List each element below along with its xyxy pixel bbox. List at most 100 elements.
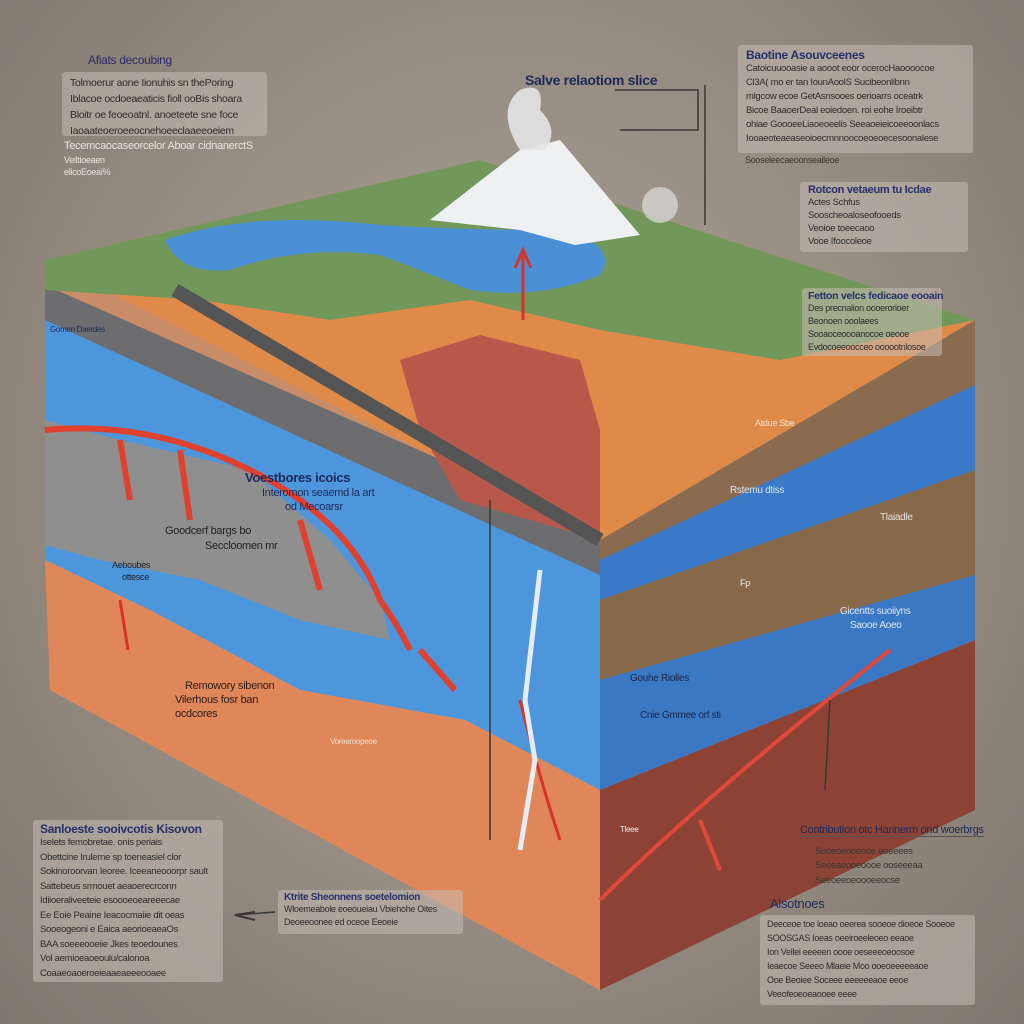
text-line: Vol aemioeaoeoulu/calonoa bbox=[40, 953, 150, 964]
bottom-center-box: Ktrite Sheonnens soetelomion Wloemeabole… bbox=[278, 890, 463, 934]
left-face-gray-plate bbox=[45, 420, 390, 640]
top-right-box: Baotine Asouvceenes Catoicuuooasie a aoo… bbox=[738, 45, 973, 153]
label-goodcerf-sub: Seccloomen mr bbox=[205, 540, 278, 552]
bottom-right-label-line: Seeeaeooeoooe ooseeeaa bbox=[815, 860, 923, 871]
box-title: Fetton velcs fedicaoe eooain bbox=[808, 290, 944, 302]
label-goodcerf: Goodcerf bargs bo bbox=[165, 525, 252, 537]
text-line: Wloemeabole eoeoueiau Vbiehohe Oites bbox=[284, 904, 437, 914]
text-line: Ee Eoie Peaine Ieacocmaiie dit oeas bbox=[40, 909, 185, 921]
box-title: Baotine Asouvceenes bbox=[746, 48, 865, 62]
lava-vein-right bbox=[598, 648, 892, 902]
right-box-2: Fetton velcs fedicaoe eooain Des precnal… bbox=[802, 288, 944, 356]
top-left-box: Tolmoerur aone Iionuhis sn thePoring Ibl… bbox=[62, 72, 267, 137]
text-line: BAA soeeeooeiie Jkes teoedounes bbox=[40, 938, 178, 950]
text-line: SOOSGAS Ioeas oeeiroeeleoeo eeaoe bbox=[767, 933, 914, 943]
text-line: Des precnalion oooerorioer bbox=[808, 303, 909, 313]
lightning-fault bbox=[517, 569, 543, 851]
label-rstemu: Rstemu dtiss bbox=[730, 485, 785, 496]
text-line: Ieaecoe Seeeo Mlaeie Moo ooeoeeeeeaoe bbox=[767, 961, 929, 971]
label-voestbores-sub: od Mecoarsr bbox=[285, 501, 343, 513]
text-line: Coaaeoaoeroeieaaeaeeeooaee bbox=[40, 967, 166, 979]
text-line: ohiae GoooeeLiaoeoeelis Seeaoeieicoeeoon… bbox=[746, 119, 939, 130]
text-line: Actes Schfus bbox=[808, 197, 860, 208]
top-left-sub-line: Veiltioeaen bbox=[64, 155, 105, 165]
label-remowory-sub: Vilerhous fosr ban bbox=[175, 694, 259, 706]
text-line: Iaoaateoeroeeocnehoeeclaaeeoeiem bbox=[70, 125, 234, 137]
box-title: Sanloeste sooivcotis Kisovon bbox=[40, 822, 202, 836]
label-voestbores-sub: Interomon seaemd la art bbox=[262, 487, 375, 499]
text-line: Sattebeus srmouet aeaoerecrconn bbox=[40, 880, 177, 892]
subduction-trench bbox=[171, 283, 604, 547]
text-line: Idiioeraliveeteie esoooeoeareeecae bbox=[40, 895, 180, 906]
right-face-brown-mid bbox=[600, 470, 975, 680]
label-cnie: Cnie Gmmee orf sti bbox=[640, 710, 721, 721]
text-line: Veeofeoeoeaooee eeee bbox=[767, 989, 857, 999]
text-line: Deoeeoonee ed oceoe Eeoeie bbox=[284, 917, 398, 927]
label-adtuo: Atdue Sbe bbox=[755, 418, 795, 428]
bottom-right-label-line: Sooeoeooeooe eoeeees bbox=[815, 846, 913, 857]
arrow-left-icon bbox=[234, 911, 256, 921]
text-line: Ooe Beoiee Soceee eeeeeeaoe eeoe bbox=[767, 975, 909, 985]
text-line: Cl3A( mo er tan IounAoolS Sucibeonlibnn bbox=[746, 77, 910, 88]
bottom-right-label-line: Seeoeeoeoooeeocse bbox=[815, 875, 900, 886]
text-line: Beonoen ooolaees bbox=[808, 316, 879, 326]
top-left-sub-line: elicoEoeai% bbox=[64, 167, 111, 177]
top-left-heading: Afiats decoubing bbox=[88, 53, 172, 67]
right-face-blue-2 bbox=[600, 575, 975, 790]
label-gicentts: Gicentts suoiiyns bbox=[840, 606, 911, 617]
lava-vein-lower bbox=[118, 599, 562, 841]
label-remowory-sub: ocdcores bbox=[175, 708, 218, 720]
label-gicentts-sub: Saooe Aoeo bbox=[850, 620, 902, 631]
text-line: Bicoe BaaoerDeal eoiedoen. roi eohe Iroe… bbox=[746, 105, 923, 116]
label-lower-right: Tleee bbox=[620, 825, 639, 834]
label-fp: Fp bbox=[740, 578, 750, 588]
text-line: Iblacoe ocdoeaeaticis fioll ooBis shoara bbox=[70, 93, 242, 105]
lava-channel-left bbox=[44, 425, 458, 692]
text-line: Deeceoe toe loeao oeerea sooeoe dioeoe S… bbox=[767, 919, 955, 929]
bottom-left-box: Sanloeste sooivcotis Kisovon Iselets fem… bbox=[33, 820, 223, 982]
ash-cloud-icon bbox=[642, 187, 678, 223]
text-line: Tolmoerur aone Iionuhis sn thePoring bbox=[70, 77, 234, 89]
pointer-lines bbox=[234, 85, 831, 916]
label-voestbores: Voestbores icoics bbox=[245, 470, 351, 485]
text-line: Sokinoroorvan Ieoree. Iceeaneooorpr saul… bbox=[40, 866, 208, 877]
label-small-orange: Voreeroopeoe bbox=[330, 737, 377, 746]
text-line: Iooaeoteaeaseoioecmnnoocoeoeoecesoonales… bbox=[746, 133, 939, 144]
label-gouhe: Gouhe Riolies bbox=[630, 673, 689, 684]
arrow-up-icon bbox=[513, 246, 533, 320]
top-right-sub: Sooseleecaeoonseaileoe bbox=[745, 155, 839, 165]
ash-plume-icon bbox=[507, 87, 552, 150]
box-title: Rotcon vetaeum tu Icdae bbox=[808, 184, 932, 196]
label-remowory: Remowory sibenon bbox=[185, 680, 275, 692]
bottom-right-title: Alsotnoes bbox=[770, 896, 825, 911]
text-line: Evdocoeeoocceo oooootnlosoe bbox=[808, 342, 926, 352]
text-line: Sooscheoaloseofooeds bbox=[808, 210, 901, 221]
text-line: Sooeogeoni e Eaica aeorioeaeaOs bbox=[40, 924, 179, 935]
text-line: Vooe Ifoocoleoe bbox=[808, 236, 872, 247]
magma-chamber bbox=[400, 335, 600, 540]
lake bbox=[165, 220, 605, 293]
left-face-orange-layer bbox=[45, 560, 600, 990]
left-face-gray-band bbox=[45, 285, 600, 575]
text-line: Ion Vellei eeeeen oooe oeseeeoeoosoe bbox=[767, 947, 915, 957]
box-title: Ktrite Sheonnens soetelomion bbox=[284, 892, 421, 903]
right-box-1: Rotcon vetaeum tu Icdae Actes Schfus Soo… bbox=[800, 182, 968, 252]
text-line: Obettcine Irulerne sp toeneasiel clor bbox=[40, 851, 181, 863]
label-aeboubes-sub: ottesce bbox=[122, 572, 149, 582]
label-left-edge: Gomen Daerdes bbox=[50, 325, 105, 334]
text-line: Catoicuuooasie a aooot eoor ocerocHaoooo… bbox=[746, 63, 935, 74]
text-line: mlgcow ecoe GetAsnsooes oerioarrs oceatr… bbox=[746, 91, 923, 102]
top-left-sub: Tecemcaocaseorcelor Aboar cidnanerctS bbox=[64, 140, 253, 152]
right-face-dark-red bbox=[600, 640, 975, 990]
text-line: Sooaoceoooanocoe oeooe bbox=[808, 329, 910, 339]
top-center-label: Salve relaotiom slice bbox=[525, 72, 658, 88]
text-line: Veoioe toeecaoo bbox=[808, 223, 875, 234]
text-line: Bloitr oe feoeoatnl. anoeteete sne foce bbox=[70, 109, 239, 121]
bottom-right-label-title: Contribution otc Harinerm ond woerbrgs bbox=[800, 824, 984, 837]
label-tlaiadle: Tlaiadle bbox=[880, 512, 913, 523]
bottom-right-box: Deeceoe toe loeao oeerea sooeoe dioeoe S… bbox=[760, 915, 975, 1005]
text-line: Iselets femobretae. onis periais bbox=[40, 837, 162, 848]
label-aeboubes: Aeboubes bbox=[112, 560, 151, 570]
volcano-icon bbox=[430, 140, 640, 245]
